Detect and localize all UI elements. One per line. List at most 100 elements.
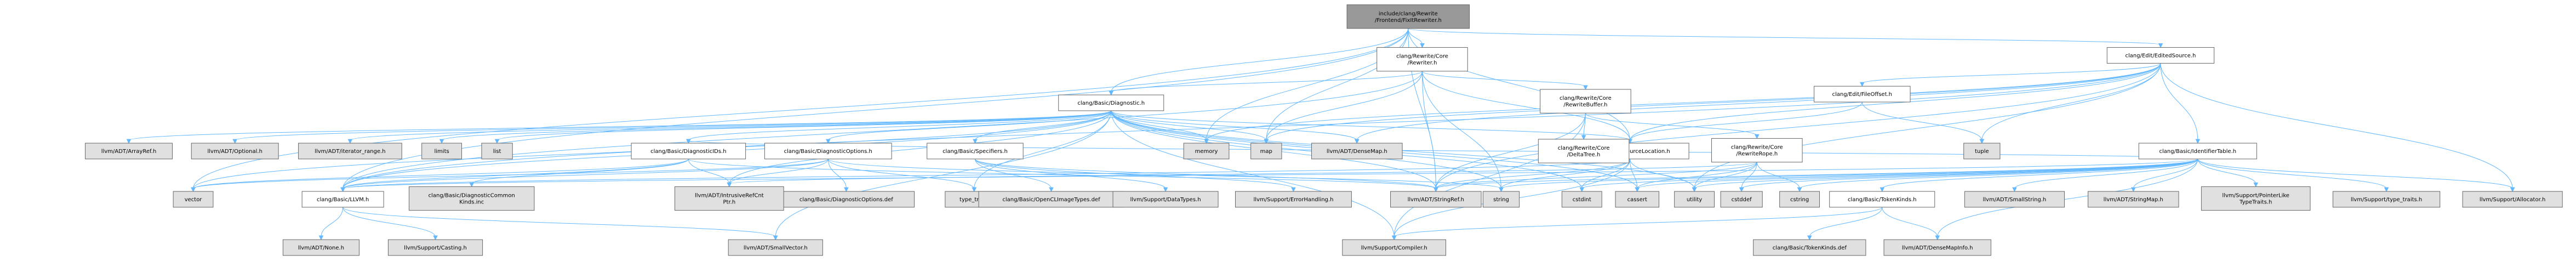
edge-arrowhead: [1581, 135, 1586, 140]
node-label: llvm/Support/type_traits.h: [2351, 197, 2422, 203]
dependency-edge: [974, 158, 1436, 189]
graph-node-tuple[interactable]: tuple: [1963, 143, 2001, 160]
node-label: llvm/ADT/None.h: [298, 245, 344, 251]
dependency-edge: [974, 110, 1112, 189]
graph-node-densemap[interactable]: llvm/ADT/DenseMap.h: [1311, 143, 1403, 160]
graph-node-editedsrc[interactable]: clang/Edit/EditedSource.h: [2106, 47, 2215, 64]
edge-arrowhead: [1420, 43, 1425, 48]
node-box: [387, 239, 483, 256]
dependency-edge: [471, 158, 689, 184]
graph-node-identtable[interactable]: clang/Basic/IdentifierTable.h: [2138, 143, 2257, 160]
edge-arrowhead: [1635, 187, 1640, 192]
graph-node-map[interactable]: map: [1250, 143, 1282, 160]
graph-node-arrayref[interactable]: llvm/ADT/ArrayRef.h: [85, 143, 173, 160]
graph-node-stringref[interactable]: llvm/ADT/StringRef.h: [1390, 191, 1482, 208]
dependency-edge: [1500, 158, 1631, 189]
graph-node-diagOptsDef[interactable]: clang/Basic/DiagnosticOptions.def: [778, 191, 915, 208]
node-label: clang/Basic/TokenKinds.h: [1848, 197, 1917, 203]
node-label: llvm/Support/Compiler.h: [1361, 245, 1427, 251]
graph-node-rewritebuf[interactable]: clang/Rewrite/Core/RewriteBuffer.h: [1540, 89, 1631, 114]
graph-node-diagIDs[interactable]: clang/Basic/DiagnosticIDs.h: [631, 143, 746, 160]
graph-node-rewriterope[interactable]: clang/Rewrite/Core/RewriteRope.h: [1711, 138, 1803, 163]
dependency-edge: [342, 71, 1423, 189]
node-box: [1112, 191, 1219, 208]
graph-node-llvmh[interactable]: clang/Basic/LLVM.h: [301, 191, 384, 208]
graph-node-smallvec[interactable]: llvm/ADT/SmallVector.h: [728, 239, 823, 256]
node-label: clang/Basic/LLVM.h: [317, 197, 369, 203]
node-box: [1390, 191, 1482, 208]
dependency-edge: [1435, 63, 2161, 189]
graph-node-rewriter[interactable]: clang/Rewrite/Core/Rewriter.h: [1376, 47, 1468, 72]
dependency-edge: [1393, 207, 1883, 237]
node-box: [2201, 186, 2311, 211]
dependency-edge: [342, 207, 776, 237]
graph-node-iterrange[interactable]: llvm/ADT/iterator_range.h: [298, 143, 402, 160]
node-box: [173, 191, 214, 208]
dependency-edge: [1694, 63, 2161, 189]
node-label: llvm/Support/Allocator.h: [2480, 197, 2545, 203]
dependency-edge: [827, 158, 847, 189]
graph-node-cstdint[interactable]: cstdint: [1561, 191, 1602, 208]
edge-arrowhead: [686, 139, 691, 144]
node-label: cassert: [1627, 197, 1647, 203]
graph-node-list[interactable]: list: [481, 143, 513, 160]
graph-node-openclimg[interactable]: clang/Basic/OpenCLImageTypes.def: [978, 191, 1124, 208]
graph-node-stringmap[interactable]: llvm/ADT/StringMap.h: [2087, 191, 2179, 208]
node-box: [481, 143, 513, 160]
graph-node-cstddef[interactable]: cstddef: [1720, 191, 1763, 208]
graph-node-diagOpts[interactable]: clang/Basic/DiagnosticOptions.h: [764, 143, 892, 160]
edge-arrowhead: [347, 139, 353, 144]
dependency-edge: [1637, 162, 1757, 189]
graph-node-specifiers[interactable]: clang/Basic/Specifiers.h: [927, 143, 1024, 160]
node-label: llvm/ADT/DenseMapInfo.h: [1902, 245, 1973, 251]
graph-node-vector[interactable]: vector: [173, 191, 214, 208]
graph-node-utility[interactable]: utility: [1674, 191, 1715, 208]
graph-node-compiler[interactable]: llvm/Support/Compiler.h: [1342, 239, 1447, 256]
dependency-edge: [1421, 71, 1501, 189]
graph-node-memory[interactable]: memory: [1183, 143, 1230, 160]
graph-node-limits[interactable]: limits: [421, 143, 462, 160]
graph-node-datatypes[interactable]: llvm/Support/DataTypes.h: [1112, 191, 1219, 208]
edge-arrowhead: [340, 187, 346, 192]
graph-node-fileoffset[interactable]: clang/Edit/FileOffset.h: [1814, 86, 1911, 103]
graph-node-string[interactable]: string: [1482, 191, 1520, 208]
node-label: clang/Basic/DiagnosticIDs.h: [650, 149, 727, 155]
graph-node-none[interactable]: llvm/ADT/None.h: [282, 239, 359, 256]
node-label: llvm/ADT/IntrusiveRefCnt: [695, 193, 764, 199]
node-box: [191, 143, 279, 160]
node-box: [1615, 191, 1660, 208]
graph-node-typetraitsh[interactable]: llvm/Support/type_traits.h: [2332, 191, 2441, 208]
graph-node-errhandling[interactable]: llvm/Support/ErrorHandling.h: [1235, 191, 1352, 208]
graph-node-casting[interactable]: llvm/Support/Casting.h: [387, 239, 483, 256]
graph-node-cstring[interactable]: cstring: [1779, 191, 1820, 208]
dependency-edge: [342, 158, 829, 189]
dependency-edge: [1581, 158, 1631, 189]
graph-node-root[interactable]: include/clang/Rewrite/Frontend/FixItRewr…: [1346, 4, 1470, 29]
graph-node-tokenkindsdef[interactable]: clang/Basic/TokenKinds.def: [1753, 239, 1866, 256]
node-box: [1963, 143, 2001, 160]
graph-node-allocator[interactable]: llvm/Support/Allocator.h: [2462, 191, 2563, 208]
dependency-edge: [342, 158, 2198, 189]
dependency-edge: [1741, 158, 2198, 189]
node-box: [1538, 139, 1630, 163]
node-box: [764, 143, 892, 160]
graph-node-deltatree[interactable]: clang/Rewrite/Core/DeltaTree.h: [1538, 139, 1630, 163]
node-box: [1711, 138, 1803, 163]
dependency-edge: [1356, 63, 2161, 141]
graph-node-optional[interactable]: llvm/ADT/Optional.h: [191, 143, 279, 160]
graph-node-tokenkinds[interactable]: clang/Basic/TokenKinds.h: [1829, 191, 1935, 208]
edge-arrowhead: [1579, 187, 1585, 192]
dependency-edge: [1585, 113, 1757, 136]
graph-node-densemapinfo[interactable]: llvm/ADT/DenseMapInfo.h: [1883, 239, 1991, 256]
dependency-edge: [1435, 113, 1586, 189]
graph-node-cassert[interactable]: cassert: [1615, 191, 1660, 208]
edge-arrowhead: [318, 235, 324, 241]
dependency-edge: [128, 110, 1112, 141]
graph-node-smallstring[interactable]: llvm/ADT/SmallString.h: [1964, 191, 2065, 208]
dependency-edge: [688, 110, 1112, 141]
graph-node-diag[interactable]: clang/Basic/Diagnostic.h: [1058, 94, 1164, 111]
node-label: llvm/Support/DataTypes.h: [1130, 197, 1201, 203]
